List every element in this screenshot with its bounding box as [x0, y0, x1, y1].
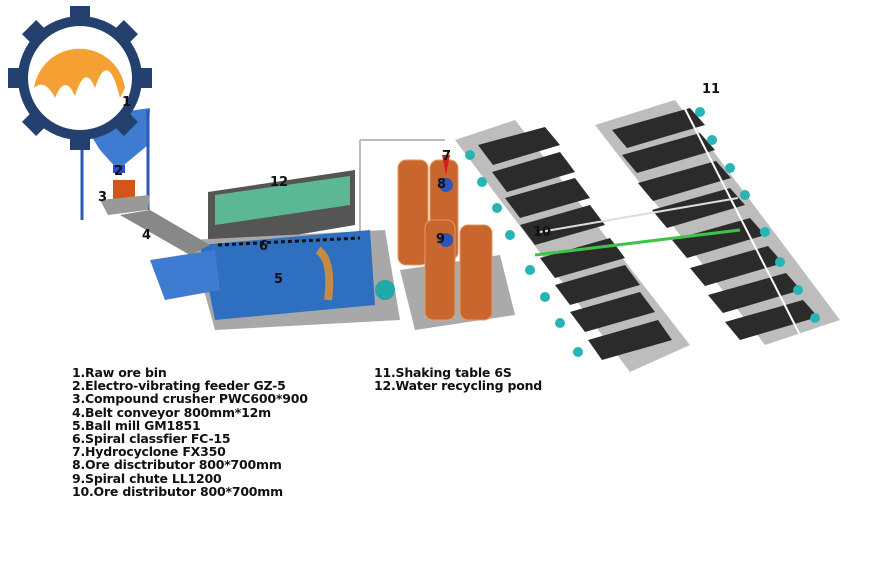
legend-item: 1.Raw ore bin [72, 365, 167, 380]
compound-crusher [113, 180, 135, 202]
callout-3: 3 [98, 190, 107, 205]
legend-item: 9.Spiral chute LL1200 [72, 470, 222, 486]
belt-conveyor [120, 210, 210, 255]
legend-item: 3.Compound crusher PWC600*900 [72, 391, 308, 407]
callout-7: 7 [442, 149, 451, 164]
callout-4: 4 [142, 228, 151, 243]
legend-item: 6.Spiral classfier FC-15 [72, 431, 231, 447]
callout-9: 9 [436, 232, 445, 247]
legend-left: 1.Raw ore bin 2.Electro-vibrating feeder… [72, 366, 308, 498]
callout-8: 8 [437, 177, 446, 192]
callout-1: 1 [122, 95, 131, 110]
gear-sun-logo [8, 6, 152, 150]
water-recycling-pond [208, 170, 355, 250]
callout-12: 12 [270, 175, 288, 190]
legend-item: 12.Water recycling pond [374, 378, 543, 394]
callout-10: 10 [533, 225, 551, 240]
callout-5: 5 [274, 272, 283, 287]
legend-item: 10.Ore distributor 800*700mm [72, 483, 283, 499]
pipe [534, 228, 741, 257]
legend-item: 5.Ball mill GM1851 [72, 417, 201, 433]
legend-right: 11.Shaking table 6S 12.Water recycling p… [374, 365, 543, 394]
hydrocyclone [442, 155, 450, 175]
callout-2: 2 [114, 164, 123, 179]
legend-item: 11.Shaking table 6S [374, 365, 512, 380]
callout-11: 11 [702, 82, 720, 97]
legend-item: 7.Hydrocyclone FX350 [72, 444, 226, 460]
callout-6: 6 [259, 239, 268, 254]
legend-item: 2.Electro-vibrating feeder GZ-5 [72, 378, 286, 394]
ball-mill-classifier [190, 230, 400, 330]
shaking-table-platform-b [595, 100, 840, 345]
legend-item: 4.Belt conveyor 800mm*12m [72, 404, 271, 420]
legend-item: 8.Ore disctributor 800*700mm [72, 457, 282, 473]
spiral-chute-group [397, 155, 515, 330]
raw-ore-bin [80, 108, 220, 300]
